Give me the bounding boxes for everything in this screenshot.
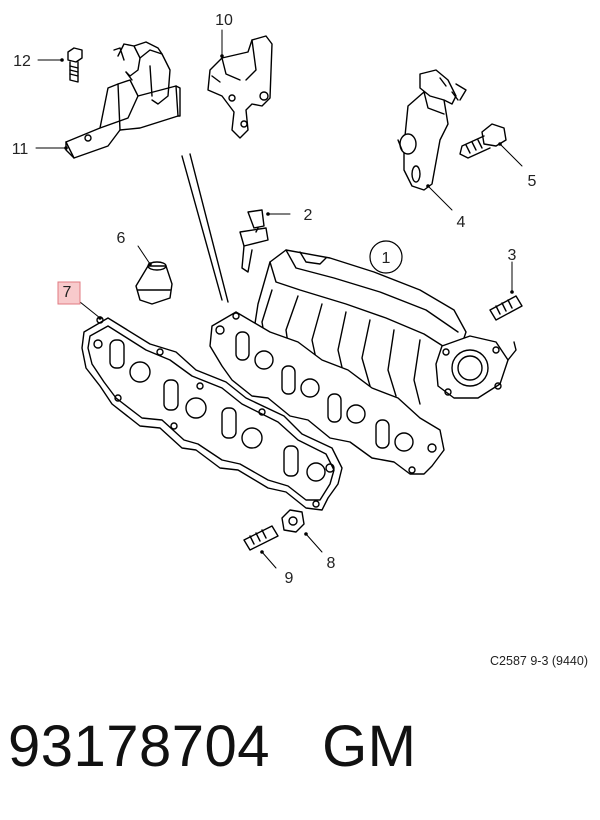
callout-8: 8 — [327, 555, 336, 572]
bracket-part-11 — [65, 41, 181, 159]
bolt-part-12 — [67, 47, 83, 83]
callout-5: 5 — [528, 173, 537, 190]
part-number-line: 93178704 GM — [8, 712, 417, 782]
callout-1: 1 — [382, 250, 391, 267]
manifold-part-1 — [209, 249, 517, 475]
bracket-part-10 — [207, 35, 273, 139]
stud-part-2 — [239, 209, 269, 273]
gasket-part-7 — [81, 316, 343, 511]
sensor-part-4 — [397, 69, 467, 191]
exploded-parts-diagram: 1 2 3 4 5 6 7 8 9 10 11 12 — [12, 12, 537, 587]
stud-part-3 — [489, 295, 523, 321]
callout-3: 3 — [508, 247, 517, 264]
callout-7: 7 — [63, 284, 72, 301]
stud-part-9 — [243, 525, 279, 551]
diagram-reference: C2587 9-3 (9440) — [490, 654, 588, 668]
cap-part-6 — [135, 261, 173, 305]
highlight-box-part-7 — [57, 281, 81, 305]
callout-12: 12 — [13, 53, 31, 70]
leader-lines — [35, 29, 523, 569]
brand-name: GM — [322, 714, 417, 779]
callout-9: 9 — [285, 570, 294, 587]
callout-4: 4 — [457, 214, 466, 231]
callout-circle-1 — [369, 240, 403, 274]
callout-11: 11 — [12, 141, 29, 158]
part-number: 93178704 — [8, 714, 271, 779]
assembly-guide-line — [181, 153, 229, 303]
bolt-part-5 — [459, 123, 507, 159]
callout-2: 2 — [304, 207, 313, 224]
callout-6: 6 — [117, 230, 126, 247]
nut-part-8 — [281, 509, 305, 533]
leader-dots — [60, 54, 514, 554]
callout-10: 10 — [215, 12, 233, 29]
